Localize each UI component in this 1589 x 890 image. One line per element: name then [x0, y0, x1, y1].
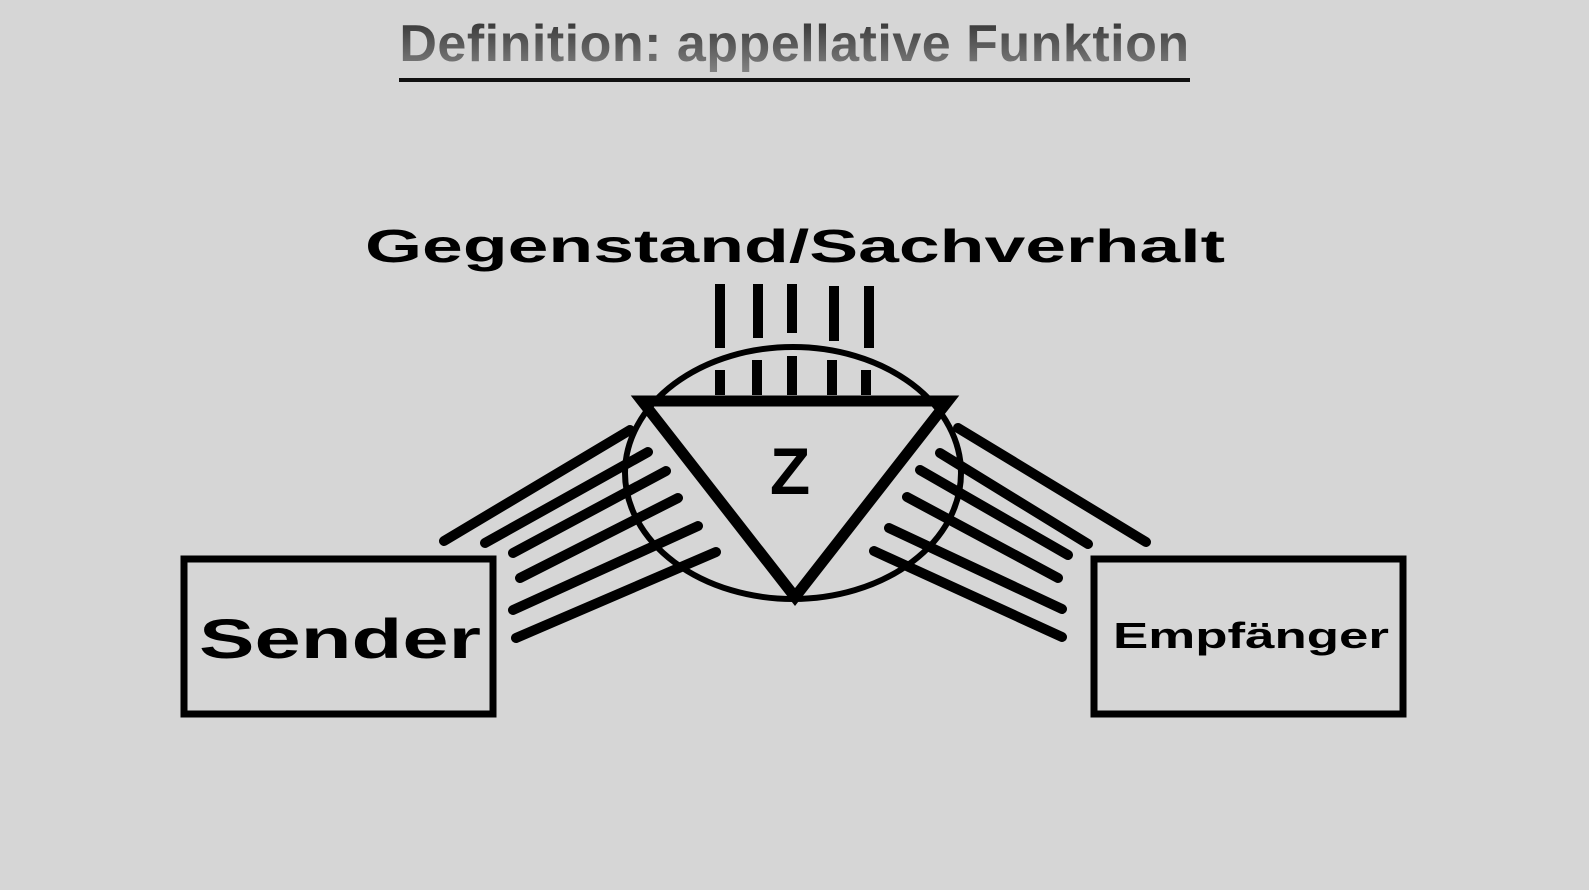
sign-label: Z: [770, 434, 810, 508]
sender-label: Sender: [199, 607, 481, 670]
receiver-label: Empfänger: [1113, 615, 1389, 656]
sender-lines: [439, 425, 721, 643]
receiver-lines: [869, 423, 1151, 642]
receiver-box: [1090, 555, 1407, 718]
object-lines: [715, 284, 874, 395]
sender-box: [180, 555, 497, 718]
slide-title-text: Definition: appellative Funktion: [399, 10, 1190, 82]
slide-title: Definition: appellative Funktion: [0, 10, 1589, 82]
object-label: Gegenstand/Sachverhalt: [365, 220, 1225, 272]
